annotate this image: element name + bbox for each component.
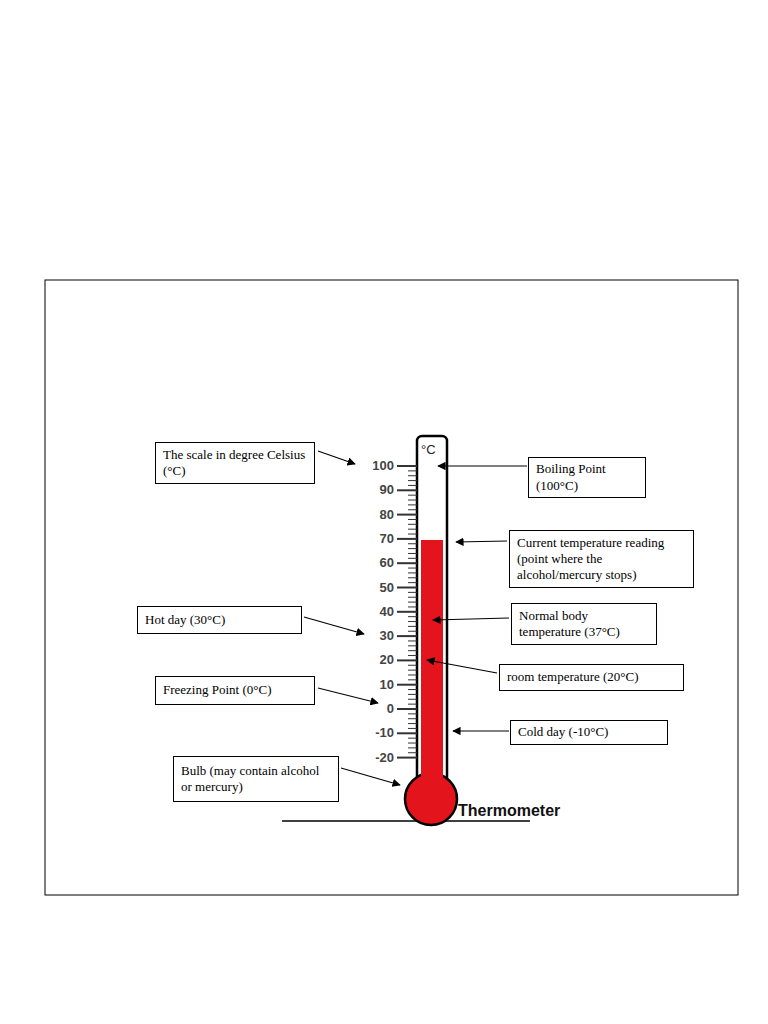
scale-number: 50 — [346, 580, 394, 596]
scale-ticks — [397, 466, 417, 758]
scale-tick — [397, 465, 417, 467]
scale-tick — [408, 606, 417, 607]
box-text: Hot day (30°C) — [145, 612, 294, 628]
body-temperature-box: Normal body temperature (37°C) — [511, 603, 657, 645]
scale-tick — [397, 757, 417, 759]
scale-number: 80 — [346, 507, 394, 523]
boiling-point-box: Boiling Point (100°C) — [528, 457, 646, 498]
scale-tick — [408, 679, 417, 680]
scale-tick — [408, 655, 417, 656]
box-text: Boiling Point (100°C) — [536, 461, 638, 494]
scale-tick — [408, 752, 417, 753]
box-text: Current temperature reading (point where… — [517, 535, 686, 584]
scale-tick — [397, 635, 417, 637]
scale-tick — [408, 500, 417, 501]
leader-lines — [304, 451, 527, 785]
scale-tick — [397, 659, 417, 661]
scale-tick — [408, 650, 417, 651]
scale-tick — [408, 718, 417, 719]
scale-tick — [408, 509, 417, 510]
scale-tick — [397, 489, 417, 491]
scale-tick — [408, 723, 417, 724]
scale-number: 70 — [346, 531, 394, 547]
scale-tick — [408, 645, 417, 646]
scale-tick — [408, 640, 417, 641]
scale-tick — [408, 568, 417, 569]
scale-tick — [408, 670, 417, 671]
scale-tick — [408, 592, 417, 593]
scale-number: 10 — [346, 677, 394, 693]
hot-day-box: Hot day (30°C) — [137, 606, 302, 634]
scale-box: The scale in degree Celsius (°C) — [155, 442, 315, 484]
scale-number: 0 — [346, 701, 394, 717]
box-text: Freezing Point (0°C) — [163, 682, 307, 698]
scale-tick — [408, 524, 417, 525]
current-reading-box: Current temperature reading (point where… — [509, 530, 694, 588]
scale-number: 20 — [346, 652, 394, 668]
scale-tick — [397, 587, 417, 589]
scale-tick — [408, 558, 417, 559]
scale-tick — [408, 534, 417, 535]
room-temperature-box: room temperature (20°C) — [499, 664, 684, 691]
scale-tick — [408, 602, 417, 603]
scale-tick — [408, 548, 417, 549]
scale-tick — [408, 621, 417, 622]
box-text: Normal body temperature (37°C) — [519, 608, 649, 641]
scale-tick — [408, 694, 417, 695]
scale-tick — [408, 689, 417, 690]
scale-tick — [397, 708, 417, 710]
scale-number: 60 — [346, 555, 394, 571]
scale-tick — [408, 480, 417, 481]
scale-tick — [408, 699, 417, 700]
scale-tick — [408, 475, 417, 476]
box-text: Cold day (-10°C) — [518, 724, 660, 740]
scale-tick — [408, 519, 417, 520]
scale-tick — [397, 514, 417, 516]
scale-tick — [408, 631, 417, 632]
scale-number: 90 — [346, 482, 394, 498]
scale-tick — [408, 470, 417, 471]
box-text: room temperature (20°C) — [507, 669, 676, 685]
freezing-point-box: Freezing Point (0°C) — [155, 676, 315, 705]
scale-tick — [408, 728, 417, 729]
scale-tick — [408, 626, 417, 627]
scale-tick — [408, 665, 417, 666]
scale-tick — [397, 684, 417, 686]
cold-day-box: Cold day (-10°C) — [510, 720, 668, 745]
ground-line — [282, 820, 530, 822]
scale-tick — [397, 732, 417, 734]
scale-number: 40 — [346, 604, 394, 620]
scale-tick — [408, 485, 417, 486]
scale-tick — [408, 543, 417, 544]
scale-number: -20 — [346, 750, 394, 766]
scale-number: 30 — [346, 628, 394, 644]
scale-number: 100 — [346, 458, 394, 474]
unit-label: °C — [421, 442, 445, 458]
scale-tick — [397, 538, 417, 540]
scale-tick — [397, 611, 417, 613]
scale-tick — [408, 582, 417, 583]
box-text: Bulb (may contain alcohol or mercury) — [181, 763, 331, 796]
scale-tick — [408, 572, 417, 573]
scale-tick — [408, 616, 417, 617]
scale-tick — [408, 529, 417, 530]
scale-tick — [397, 562, 417, 564]
scale-tick — [408, 743, 417, 744]
liquid-column — [421, 540, 443, 802]
scale-tick — [408, 747, 417, 748]
scale-tick — [408, 704, 417, 705]
scale-tick — [408, 738, 417, 739]
thermometer-title: Thermometer — [458, 803, 598, 819]
box-text: The scale in degree Celsius (°C) — [163, 447, 307, 480]
scale-tick — [408, 553, 417, 554]
scale-tick — [408, 597, 417, 598]
scale-tick — [408, 495, 417, 496]
scale-tick — [408, 674, 417, 675]
scale-tick — [408, 713, 417, 714]
bulb-box: Bulb (may contain alcohol or mercury) — [173, 756, 339, 802]
scale-tick — [408, 504, 417, 505]
scale-tick — [408, 577, 417, 578]
scale-number: -10 — [346, 725, 394, 741]
frame — [45, 280, 738, 895]
